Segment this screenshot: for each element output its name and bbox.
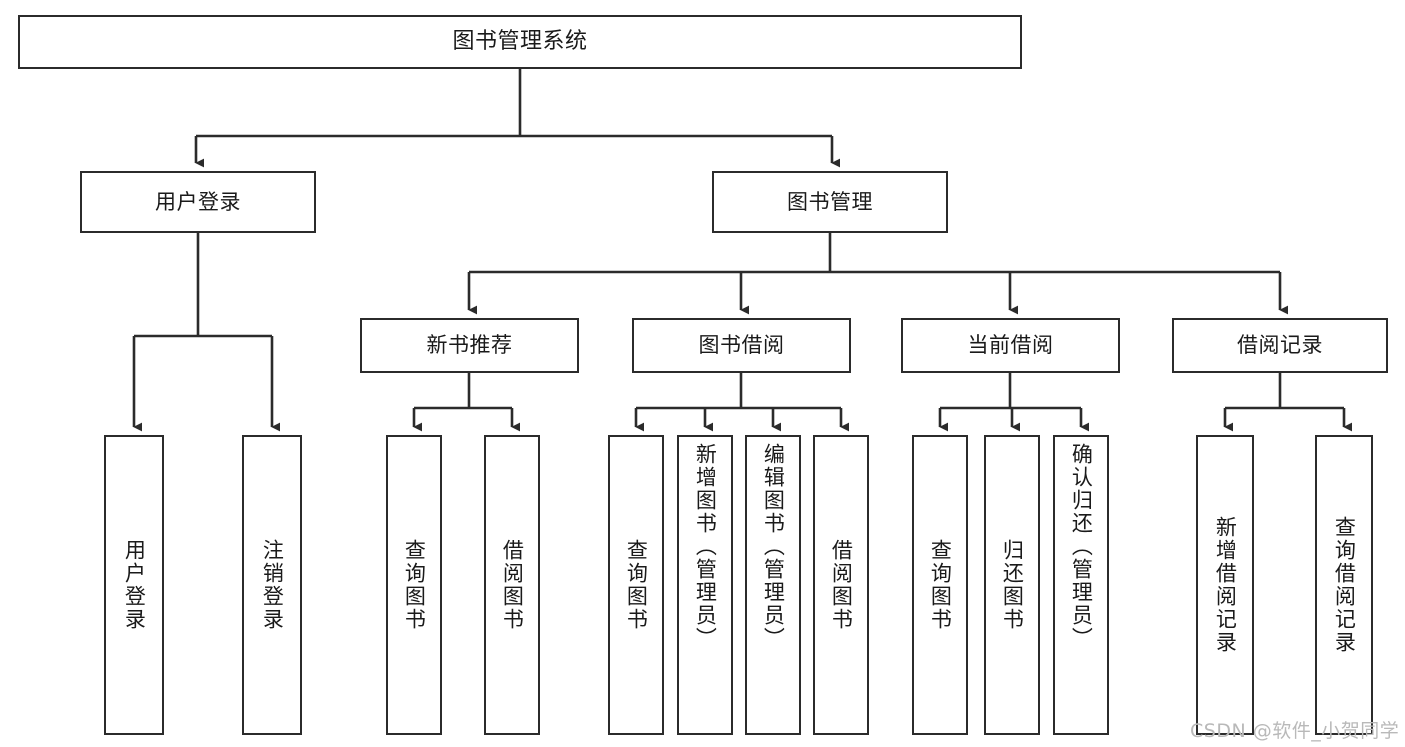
node-leaf-query-book-1: 查询图书 [386, 435, 442, 735]
node-borrow-record: 借阅记录 [1172, 318, 1388, 373]
node-leaf-return-book: 归还图书 [984, 435, 1040, 735]
node-label: 用户登录 [122, 539, 147, 631]
node-label: 注销登录 [260, 539, 285, 631]
node-label: 查询借阅记录 [1332, 516, 1357, 654]
node-leaf-user-logout: 注销登录 [242, 435, 302, 735]
node-label: 查询图书 [624, 539, 649, 631]
node-label: 新增图书（管理员） [693, 443, 718, 650]
node-label: 查询图书 [402, 539, 427, 631]
watermark: CSDN @软件_小贺同学 [1190, 720, 1400, 742]
connector-group [132, 69, 1353, 432]
node-label: 借阅图书 [829, 539, 854, 631]
node-book-manage: 图书管理 [712, 171, 948, 233]
node-leaf-query-book-2: 查询图书 [608, 435, 664, 735]
node-leaf-borrow-book-2: 借阅图书 [813, 435, 869, 735]
node-new-book-recommend: 新书推荐 [360, 318, 579, 373]
node-leaf-add-record: 新增借阅记录 [1196, 435, 1254, 735]
node-user-login: 用户登录 [80, 171, 316, 233]
node-leaf-confirm-return: 确认归还（管理员） [1053, 435, 1109, 735]
node-leaf-query-book-3: 查询图书 [912, 435, 968, 735]
node-label: 图书管理系统 [452, 29, 588, 55]
node-leaf-borrow-book-1: 借阅图书 [484, 435, 540, 735]
node-label: 用户登录 [155, 189, 241, 214]
node-label: 归还图书 [1000, 539, 1025, 631]
node-label: 图书管理 [787, 189, 873, 214]
node-label: 图书借阅 [698, 333, 785, 358]
node-leaf-add-book: 新增图书（管理员） [677, 435, 733, 735]
node-book-borrow: 图书借阅 [632, 318, 851, 373]
node-label: 确认归还（管理员） [1069, 443, 1094, 650]
node-label: 新增借阅记录 [1213, 516, 1238, 654]
node-current-borrow: 当前借阅 [901, 318, 1120, 373]
node-label: 借阅图书 [500, 539, 525, 631]
node-label: 查询图书 [928, 539, 953, 631]
node-label: 编辑图书（管理员） [761, 443, 786, 650]
node-leaf-edit-book: 编辑图书（管理员） [745, 435, 801, 735]
node-leaf-user-login: 用户登录 [104, 435, 164, 735]
node-label: 新书推荐 [426, 333, 513, 358]
node-leaf-query-record: 查询借阅记录 [1315, 435, 1373, 735]
node-root: 图书管理系统 [18, 15, 1022, 69]
node-label: 借阅记录 [1237, 333, 1323, 358]
node-label: 当前借阅 [967, 333, 1054, 358]
